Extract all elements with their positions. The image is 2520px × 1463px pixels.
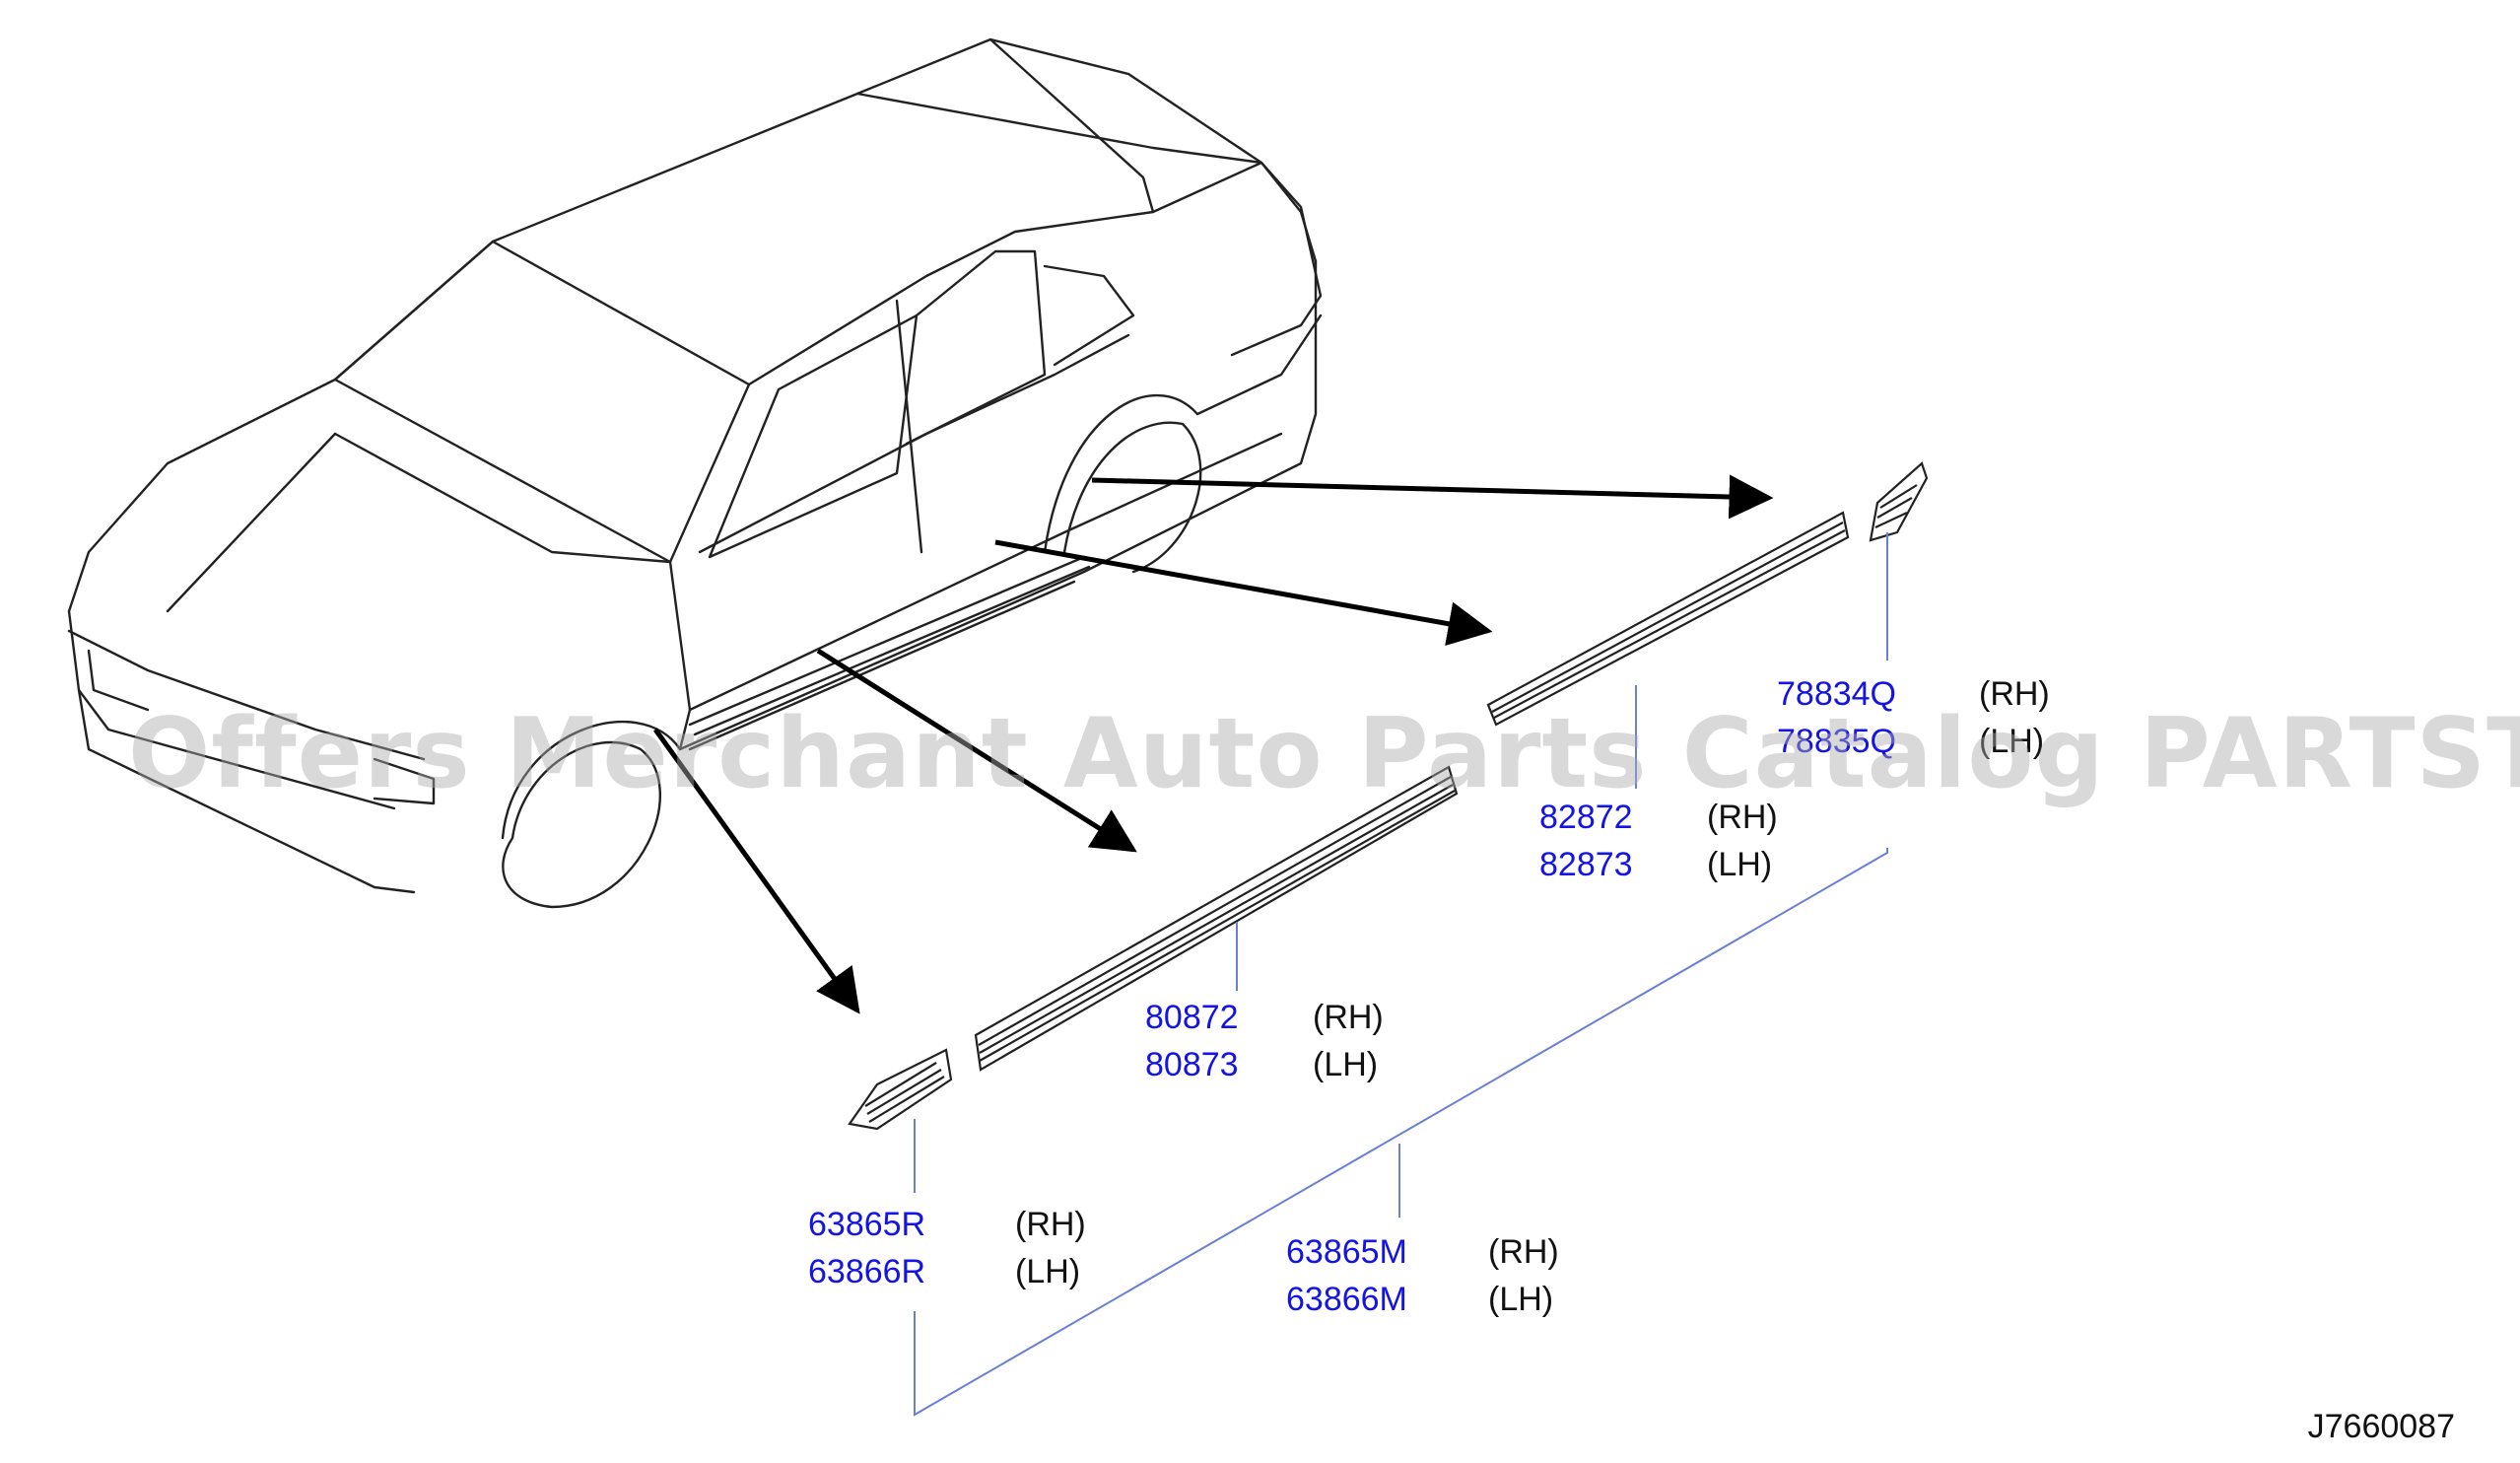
side-lh: (LH) (1707, 846, 1773, 883)
part-number-lh[interactable]: 63866R (808, 1253, 926, 1290)
arrow-to-front-mudguard (652, 728, 860, 1014)
side-rh: (RH) (1015, 1206, 1086, 1243)
part-label-78834q: 78834Q (RH) 78835Q (LH) (1777, 670, 2050, 765)
part-number-rh[interactable]: 63865R (808, 1206, 926, 1243)
pointer-arrows (652, 474, 1774, 1014)
part-rear-mudguard (1869, 461, 1929, 542)
car-illustration (67, 37, 1323, 909)
diagram-code: J7660087 (2307, 1408, 2455, 1445)
part-number-rh[interactable]: 80872 (1145, 999, 1239, 1036)
arrow-to-rear-moulding (994, 539, 1493, 646)
part-front-door-moulding (974, 765, 1459, 1072)
side-rh: (RH) (1488, 1233, 1559, 1271)
part-label-80872: 80872 (RH) 80873 (LH) (1145, 994, 1384, 1088)
part-number-lh[interactable]: 82873 (1539, 846, 1633, 883)
side-lh: (LH) (1488, 1281, 1554, 1318)
side-rh: (RH) (1707, 799, 1778, 836)
side-lh: (LH) (1979, 723, 2045, 760)
part-number-lh[interactable]: 78835Q (1777, 723, 1896, 760)
part-label-63865m: 63865M (RH) 63866M (LH) (1286, 1228, 1559, 1323)
leader-lines (914, 532, 1888, 1417)
side-lh: (LH) (1313, 1046, 1379, 1083)
side-rh: (RH) (1313, 999, 1384, 1036)
side-rh: (RH) (1979, 675, 2050, 713)
part-rear-door-moulding (1486, 511, 1850, 727)
part-number-lh[interactable]: 63866M (1286, 1281, 1407, 1318)
part-label-63865r: 63865R (RH) 63866R (LH) (808, 1201, 1086, 1295)
part-number-rh[interactable]: 78834Q (1777, 675, 1896, 713)
part-front-mudguard (848, 1048, 953, 1131)
part-label-82872: 82872 (RH) 82873 (LH) (1539, 794, 1778, 888)
side-lh: (LH) (1015, 1253, 1081, 1290)
part-number-rh[interactable]: 82872 (1539, 799, 1633, 836)
arrow-to-front-door-moulding (816, 648, 1137, 853)
arrow-to-rear-mudguard (1091, 474, 1774, 520)
part-number-lh[interactable]: 80873 (1145, 1046, 1239, 1083)
part-number-rh[interactable]: 63865M (1286, 1233, 1407, 1271)
